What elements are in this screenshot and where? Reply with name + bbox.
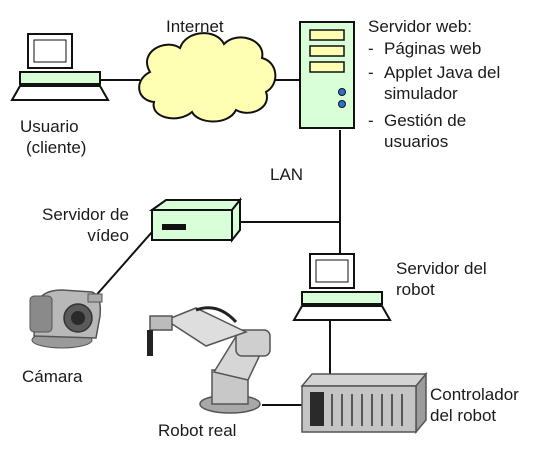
video-server-box-icon bbox=[148, 197, 243, 243]
robot-server-label: Servidor del robot bbox=[396, 258, 487, 300]
video-server-label-line1: Servidor de bbox=[42, 205, 129, 224]
industrial-robot-arm-icon bbox=[147, 306, 271, 414]
internet-cloud-icon bbox=[138, 32, 277, 123]
client-label: Usuario (cliente) bbox=[20, 116, 86, 158]
video-server-label-line2: vídeo bbox=[87, 226, 129, 245]
client-label-line2: (cliente) bbox=[26, 138, 87, 157]
video-server-label: Servidor de vídeo bbox=[42, 204, 129, 246]
robot-server-pc-icon bbox=[292, 253, 392, 321]
web-server-item-2-line1: Applet Java del bbox=[384, 63, 501, 82]
robot-server-label-line2: robot bbox=[396, 280, 435, 299]
ptz-camera-icon bbox=[29, 289, 103, 349]
web-server-item-1-text: Páginas web bbox=[384, 39, 482, 58]
tower-server-icon bbox=[299, 21, 355, 129]
bullet-dash: - bbox=[368, 63, 374, 82]
web-server-item-3: -Gestión de usuarios bbox=[368, 110, 466, 152]
web-server-item-2-line2: simulador bbox=[384, 84, 458, 103]
web-server-item-2: -Applet Java del simulador bbox=[368, 62, 500, 104]
robot-real-label: Robot real bbox=[158, 421, 237, 440]
robot-controller-cabinet-icon bbox=[300, 371, 428, 435]
bullet-dash: - bbox=[368, 111, 374, 130]
web-server-title: Servidor web: bbox=[368, 17, 472, 36]
client-pc-icon bbox=[10, 33, 110, 101]
web-server-item-1: -Páginas web bbox=[368, 38, 481, 59]
lan-label: LAN bbox=[270, 165, 304, 184]
web-server-item-3-line1: Gestión de bbox=[384, 111, 467, 130]
web-server-item-3-line2: usuarios bbox=[384, 132, 449, 151]
bullet-dash: - bbox=[368, 39, 374, 58]
connection-lines bbox=[91, 79, 341, 406]
controller-label: Controlador del robot bbox=[430, 384, 519, 426]
robot-server-label-line1: Servidor del bbox=[396, 259, 487, 278]
link-videoserver-camera bbox=[91, 231, 153, 301]
controller-label-line1: Controlador bbox=[430, 385, 519, 404]
camera-label: Cámara bbox=[22, 367, 83, 386]
client-label-line1: Usuario bbox=[20, 117, 79, 136]
controller-label-line2: del robot bbox=[430, 406, 497, 425]
internet-label: Internet bbox=[166, 17, 224, 36]
